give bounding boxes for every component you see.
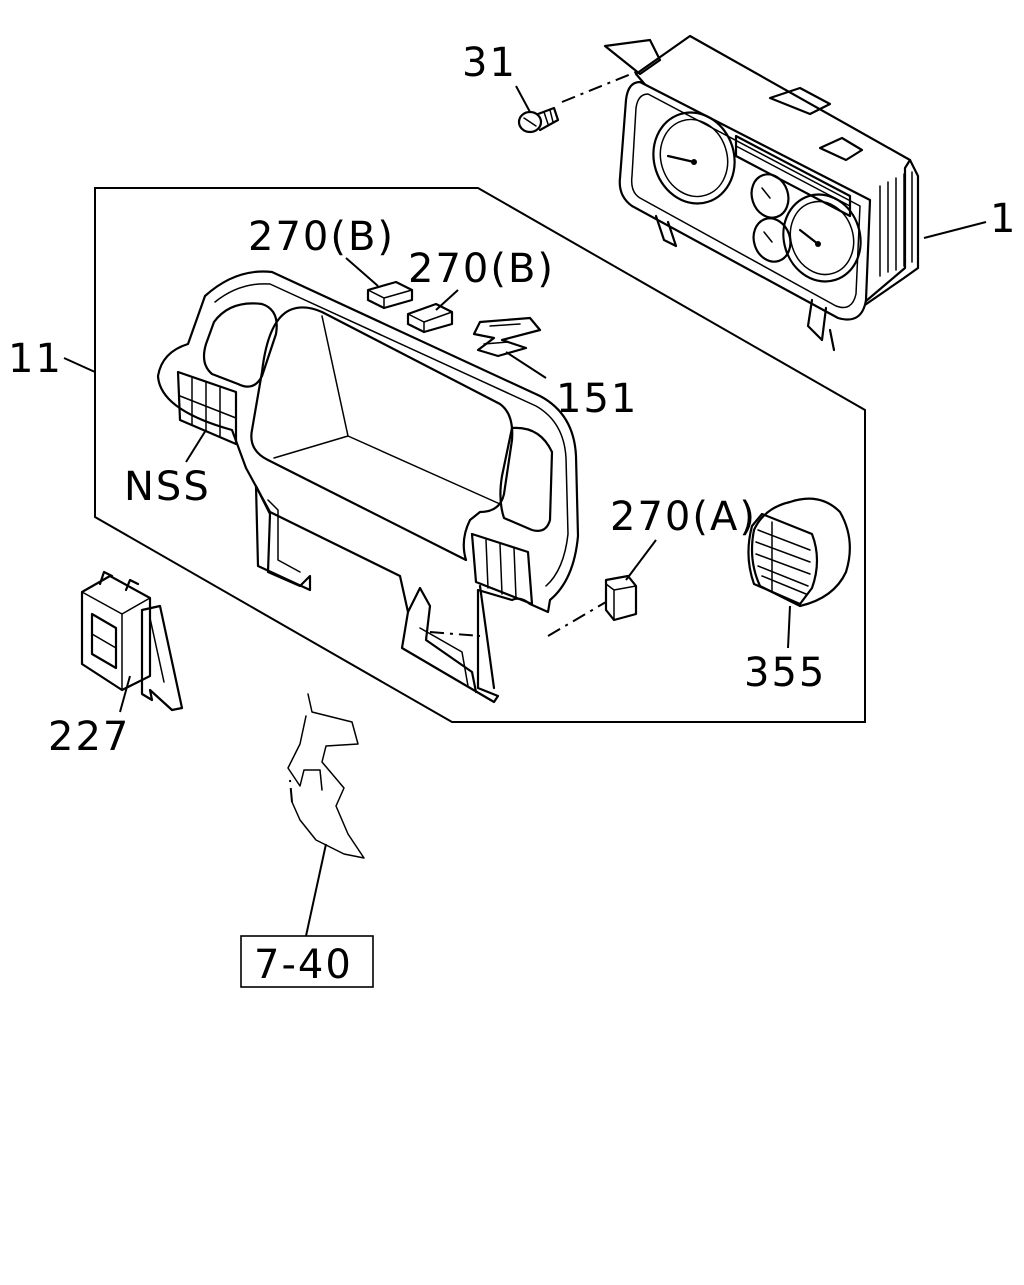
- ref-box-7-40: [240, 935, 374, 988]
- label-part-31: 31: [462, 40, 517, 86]
- label-part-1: 1: [990, 196, 1017, 242]
- instrument-cluster[interactable]: [603, 34, 920, 352]
- pad-270a[interactable]: [604, 574, 638, 622]
- screw-31[interactable]: [517, 106, 560, 134]
- label-ref-7-40: 7-40: [254, 942, 353, 988]
- meter-hood[interactable]: [156, 270, 580, 704]
- label-part-227: 227: [48, 714, 130, 760]
- label-part-11: 11: [8, 336, 63, 382]
- air-vent-355[interactable]: [747, 497, 851, 608]
- label-part-355: 355: [744, 650, 826, 696]
- harness-7-40[interactable]: [287, 693, 365, 859]
- clip-151[interactable]: [472, 316, 542, 358]
- label-part-270a: 270(A): [610, 494, 757, 540]
- pad-270b-2[interactable]: [406, 302, 454, 334]
- label-nss: NSS: [124, 464, 211, 510]
- pad-270b-1[interactable]: [366, 280, 414, 310]
- label-part-151: 151: [556, 376, 638, 422]
- assembly-outline: [94, 187, 866, 723]
- switch-227[interactable]: [80, 570, 184, 712]
- label-part-270b-2: 270(B): [408, 246, 555, 292]
- label-part-270b-1: 270(B): [248, 214, 395, 260]
